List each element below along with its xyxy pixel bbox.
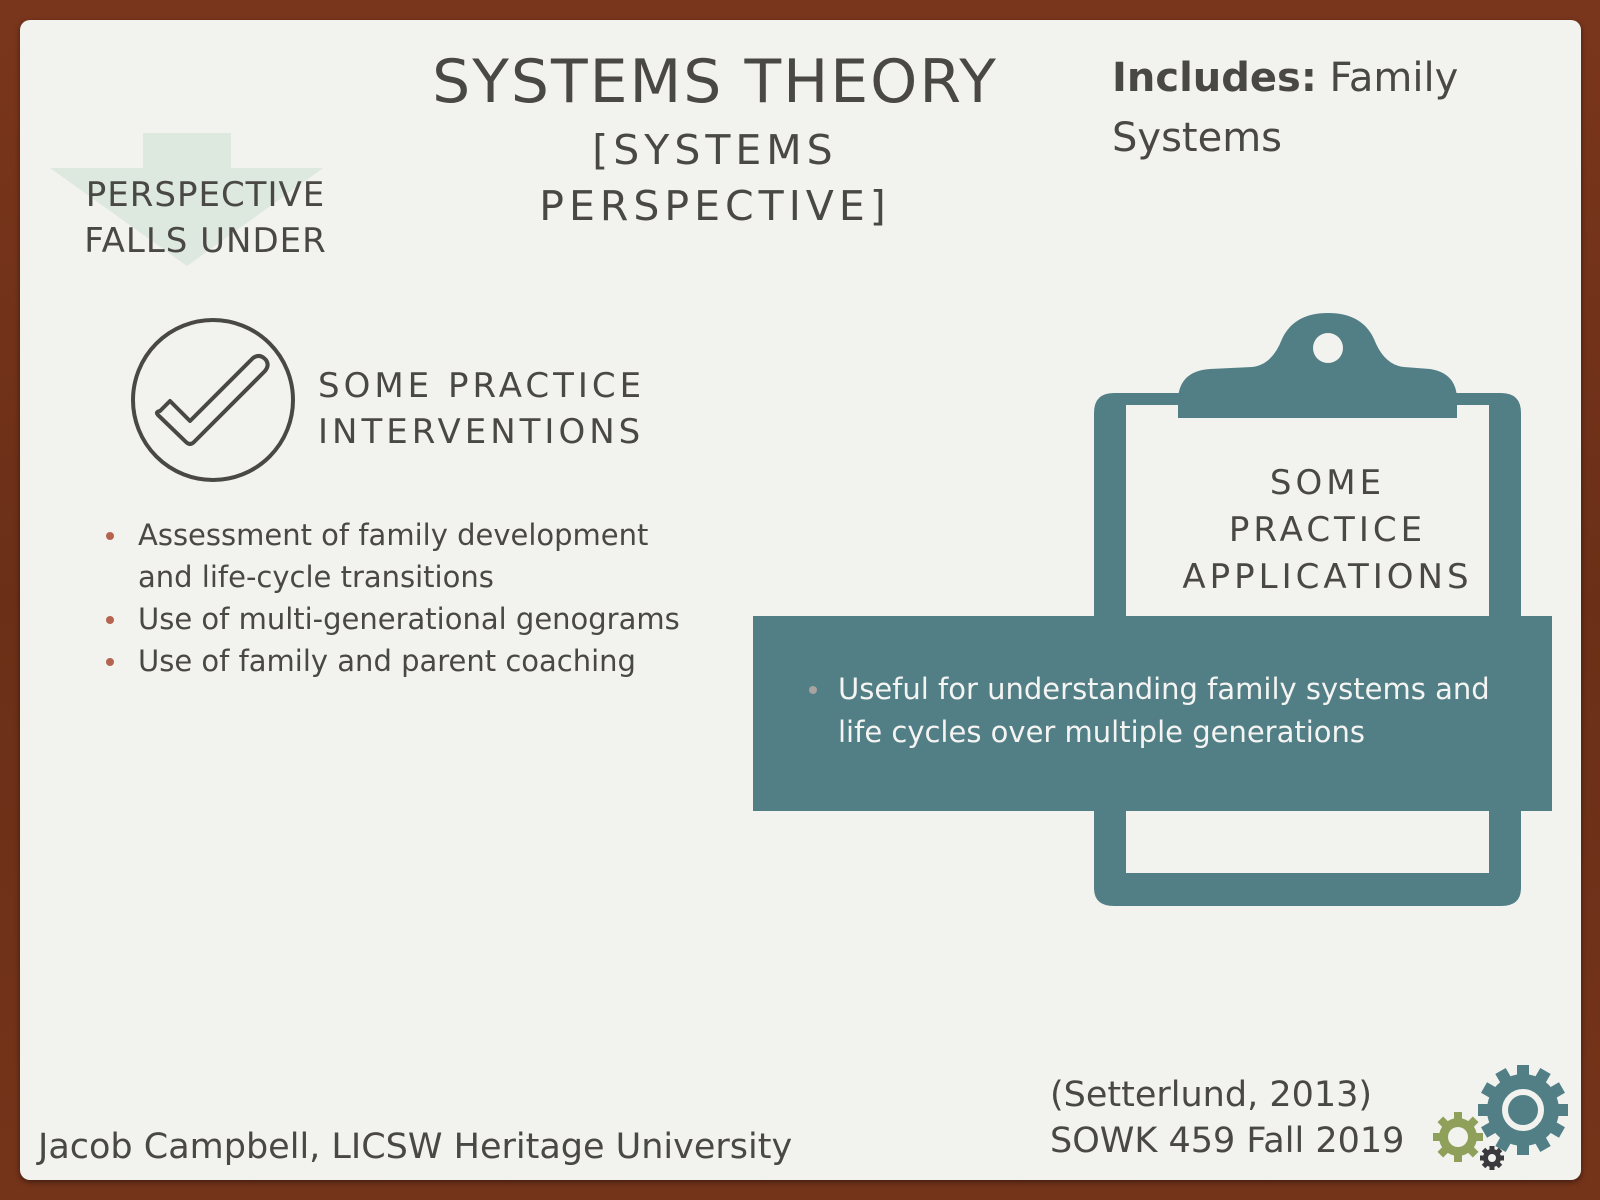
applications-heading-line3: APPLICATIONS <box>1182 557 1473 597</box>
includes-value-line1: Family <box>1329 55 1459 101</box>
list-item: Use of multi-generational genograms <box>82 598 702 640</box>
interventions-heading-line1: SOME PRACTICE <box>318 366 646 406</box>
citation-text: (Setterlund, 2013) <box>1050 1075 1373 1115</box>
slide: PERSPECTIVE FALLS UNDER SYSTEMS THEORY [… <box>20 20 1581 1180</box>
gears-icon <box>1420 1060 1580 1180</box>
footer-citation: (Setterlund, 2013) SOWK 459 Fall 2019 <box>1050 1072 1404 1164</box>
interventions-heading-line2: INTERVENTIONS <box>318 412 645 452</box>
list-item: Useful for understanding family systems … <box>783 668 1523 754</box>
applications-list: Useful for understanding family systems … <box>783 668 1523 754</box>
applications-heading-line2: PRACTICE <box>1228 510 1427 550</box>
down-arrow-icon <box>48 133 328 277</box>
list-item: Assessment of family development and lif… <box>82 514 702 598</box>
arrow-label-line2: FALLS UNDER <box>84 221 327 261</box>
includes-value-line2: Systems <box>1112 115 1282 161</box>
perspective-falls-under-label: PERSPECTIVE FALLS UNDER <box>68 172 343 264</box>
includes-note: Includes: Family Systems <box>1112 48 1458 168</box>
list-item: Use of family and parent coaching <box>82 640 702 682</box>
slide-title: SYSTEMS THEORY <box>432 47 998 117</box>
applications-band: Useful for understanding family systems … <box>753 616 1552 811</box>
course-text: SOWK 459 Fall 2019 <box>1050 1121 1405 1161</box>
slide-subtitle: [SYSTEMS PERSPECTIVE] <box>539 126 891 230</box>
interventions-heading: SOME PRACTICE INTERVENTIONS <box>318 363 645 455</box>
applications-heading-line1: SOME <box>1269 463 1386 503</box>
applications-heading: SOME PRACTICE APPLICATIONS <box>1126 460 1529 601</box>
includes-label: Includes: <box>1112 55 1317 101</box>
arrow-label-line1: PERSPECTIVE <box>85 175 326 215</box>
check-circle-icon <box>125 315 301 495</box>
footer-author: Jacob Campbell, LICSW Heritage Universit… <box>38 1127 793 1167</box>
interventions-list: Assessment of family development and lif… <box>82 514 702 682</box>
clipboard-icon <box>1060 285 1540 919</box>
